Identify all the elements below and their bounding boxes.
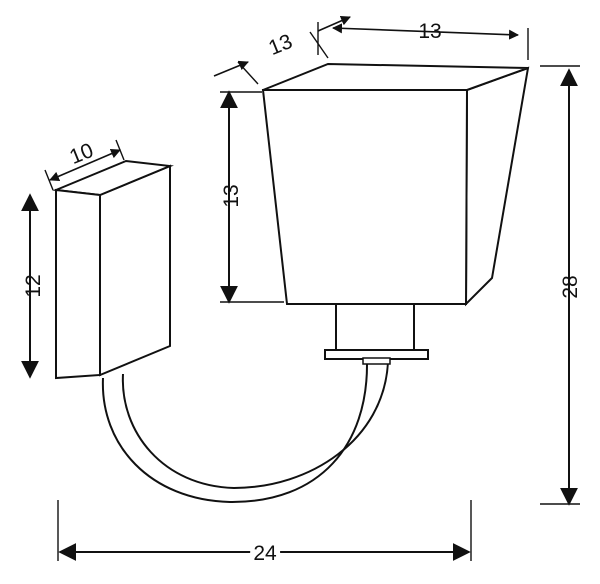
dim-label-base-depth: 10 [66, 139, 96, 169]
dimension-base-height: 12 [21, 193, 45, 379]
dim-label-base-height: 12 [22, 274, 45, 297]
dimension-shade-width: 13 [317, 20, 529, 60]
lamp-body [52, 62, 530, 504]
socket [335, 302, 415, 352]
shade-side [464, 66, 530, 307]
shade-width-arrow [332, 23, 519, 40]
dim-label-total-height: 28 [559, 275, 582, 298]
lamp-arm [101, 361, 369, 504]
dim-label-total-width: 24 [253, 542, 277, 565]
wall-base-front [55, 188, 101, 380]
shade-depth-arrow [213, 60, 249, 77]
dimension-total-width: 24 [57, 500, 472, 569]
base-depth-arrow [49, 148, 121, 182]
dimension-shade-height: 13 [220, 90, 284, 304]
wall-base-side [99, 164, 171, 377]
lamp-arm-inner [121, 361, 389, 490]
dim-label-shade-height: 13 [220, 184, 243, 207]
dim-label-shade-width: 13 [418, 20, 441, 43]
dim-label-shade-depth: 13 [265, 30, 295, 60]
dimension-total-height: 28 [540, 65, 582, 506]
socket-neck [362, 357, 391, 365]
shade-front [261, 89, 469, 305]
